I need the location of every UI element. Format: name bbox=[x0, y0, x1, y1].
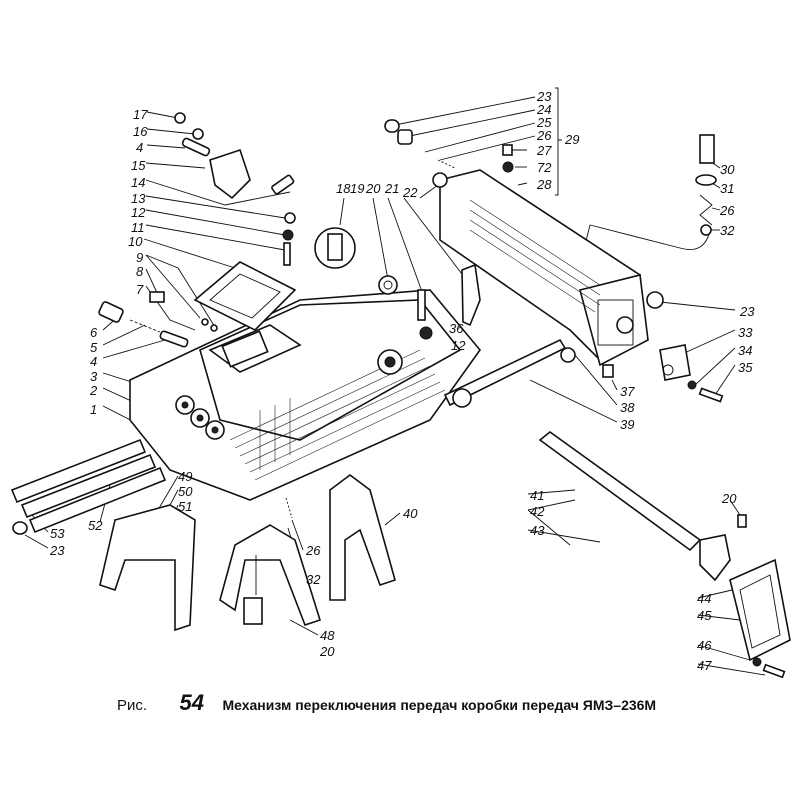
callout: 43 bbox=[530, 523, 545, 538]
callout: 20 bbox=[319, 644, 335, 659]
callout: 27 bbox=[536, 143, 552, 158]
callout: 51 bbox=[178, 499, 192, 514]
callout: 42 bbox=[530, 504, 545, 519]
callout: 26 bbox=[305, 543, 321, 558]
callout: 23 bbox=[536, 89, 552, 104]
callout: 46 bbox=[697, 638, 712, 653]
gasket bbox=[193, 261, 297, 331]
callout: 25 bbox=[536, 115, 552, 130]
callout: 10 bbox=[128, 234, 143, 249]
callout: 26 bbox=[719, 203, 735, 218]
callout: 34 bbox=[738, 343, 752, 358]
callout: 3 bbox=[90, 369, 98, 384]
callout-labels: 17 16 4 15 14 13 12 11 10 9 8 7 6 5 4 3 … bbox=[49, 89, 755, 673]
callout: 5 bbox=[90, 340, 98, 355]
callout: 29 bbox=[564, 132, 579, 147]
callout: 20 bbox=[721, 491, 737, 506]
callout: 12 bbox=[451, 338, 466, 353]
callout: 20 bbox=[365, 181, 381, 196]
callout: 53 bbox=[50, 526, 65, 541]
figure-title: Механизм переключения передач коробки пе… bbox=[222, 697, 657, 713]
callout: 30 bbox=[720, 162, 735, 177]
callout: 12 bbox=[131, 205, 146, 220]
figure-prefix: Рис. bbox=[117, 697, 148, 714]
callout: 14 bbox=[131, 175, 145, 190]
callout: 23 bbox=[739, 304, 755, 319]
callout: 36 bbox=[449, 321, 464, 336]
callout: 21 bbox=[384, 181, 399, 196]
callout: 13 bbox=[131, 191, 146, 206]
callout: 41 bbox=[530, 488, 544, 503]
callout: 38 bbox=[620, 400, 635, 415]
callout: 44 bbox=[697, 591, 711, 606]
callout: 23 bbox=[49, 543, 65, 558]
callout: 24 bbox=[536, 102, 551, 117]
callout: 11 bbox=[131, 220, 145, 235]
callout: 40 bbox=[403, 506, 418, 521]
callout: 49 bbox=[178, 469, 192, 484]
figure-caption: Рис. 54 Механизм переключения передач ко… bbox=[117, 690, 656, 716]
callout: 22 bbox=[402, 185, 418, 200]
callout: 7 bbox=[136, 282, 144, 297]
callout: 50 bbox=[178, 484, 193, 499]
callout: 15 bbox=[131, 158, 146, 173]
small-parts-left bbox=[98, 112, 296, 348]
callout: 8 bbox=[136, 264, 144, 279]
callout: 31 bbox=[720, 181, 734, 196]
callout: 9 bbox=[136, 250, 143, 265]
callout: 17 bbox=[133, 107, 148, 122]
side-cover bbox=[729, 558, 791, 662]
callout: 18 bbox=[336, 181, 351, 196]
callout: 4 bbox=[90, 354, 97, 369]
shift-lever-housing bbox=[378, 119, 724, 403]
callout: 32 bbox=[306, 572, 321, 587]
callout: 16 bbox=[133, 124, 148, 139]
shift-forks bbox=[99, 474, 396, 632]
callout: 35 bbox=[738, 360, 753, 375]
callout: 1 bbox=[90, 402, 97, 417]
callout: 2 bbox=[89, 383, 98, 398]
callout: 48 bbox=[320, 628, 335, 643]
callout: 52 bbox=[88, 518, 103, 533]
callout: 6 bbox=[90, 325, 98, 340]
cover-housing bbox=[129, 289, 482, 501]
callout: 4 bbox=[136, 140, 143, 155]
callout: 47 bbox=[697, 658, 712, 673]
callout: 32 bbox=[720, 223, 735, 238]
callout: 33 bbox=[738, 325, 753, 340]
callout: 37 bbox=[620, 384, 635, 399]
callout: 19 bbox=[350, 181, 364, 196]
callout: 72 bbox=[537, 160, 552, 175]
callout: 45 bbox=[697, 608, 712, 623]
callout: 26 bbox=[536, 128, 552, 143]
callout: 28 bbox=[536, 177, 552, 192]
callout: 39 bbox=[620, 417, 634, 432]
figure-number: 54 bbox=[179, 690, 204, 715]
leader-lines bbox=[24, 87, 766, 676]
shift-rails bbox=[10, 438, 167, 535]
